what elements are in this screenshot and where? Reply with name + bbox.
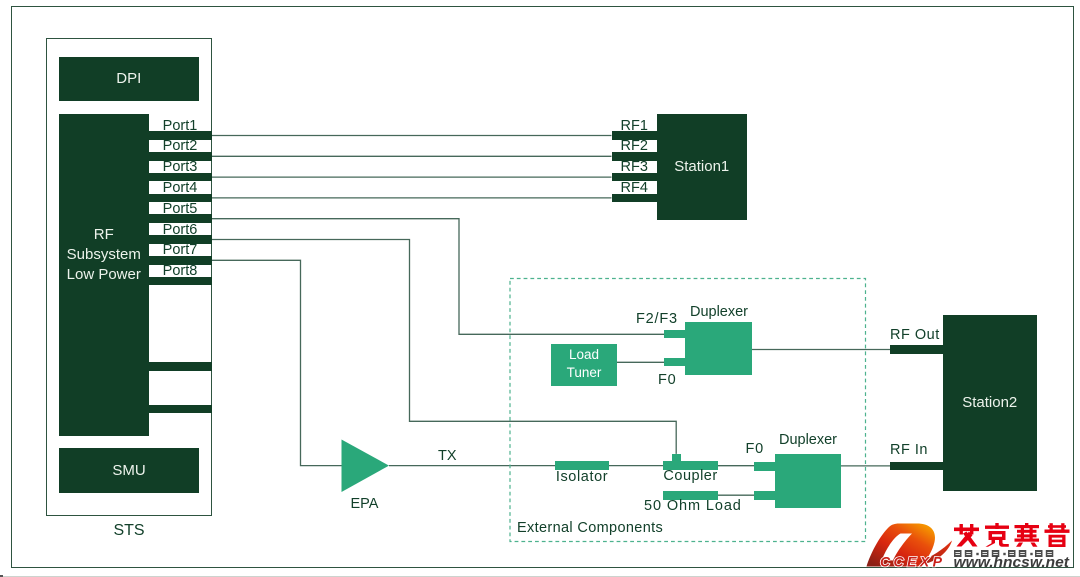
- svg-text:www.hncsw.net: www.hncsw.net: [954, 555, 1071, 571]
- svg-text:CCEXP: CCEXP: [880, 554, 943, 570]
